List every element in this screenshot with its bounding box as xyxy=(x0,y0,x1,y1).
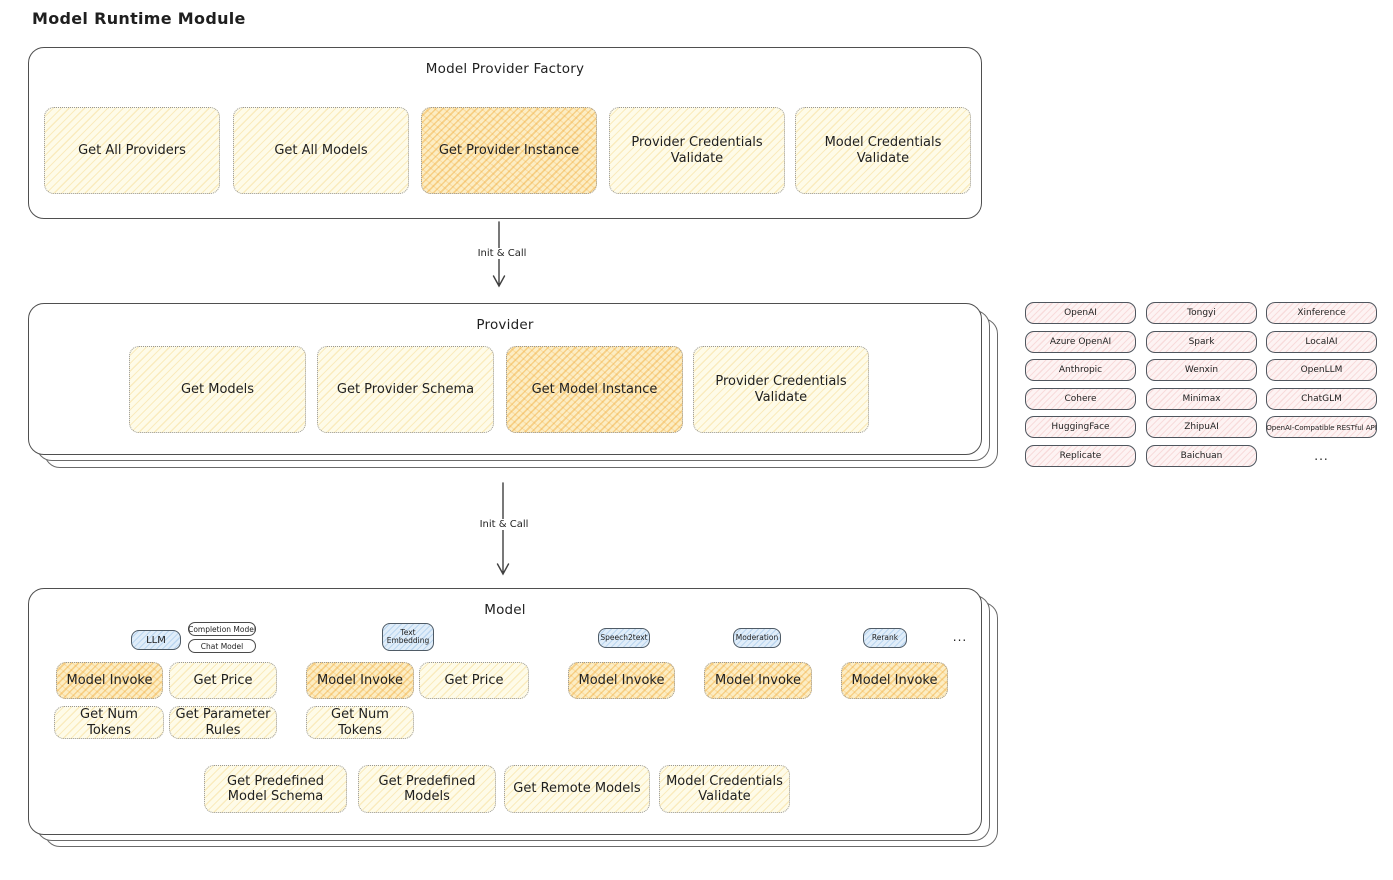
node-get-all-providers: Get All Providers xyxy=(44,107,220,194)
provider-pill-localai: LocalAI xyxy=(1266,331,1377,353)
provider-pill-openai: OpenAI xyxy=(1025,302,1136,324)
tab-llm: LLM xyxy=(131,630,181,650)
tab-completion-model: Completion Model xyxy=(188,622,256,636)
node-get-predefined-model-schema: Get Predefined Model Schema xyxy=(204,765,347,813)
provider-pill-cohere: Cohere xyxy=(1025,388,1136,410)
provider-pill-openai-compatible: OpenAI-Compatible RESTful API xyxy=(1266,416,1377,438)
provider-pill-xinference: Xinference xyxy=(1266,302,1377,324)
node-model-invoke: Model Invoke xyxy=(306,662,414,699)
provider-pill-tongyi: Tongyi xyxy=(1146,302,1257,324)
tab-moderation: Moderation xyxy=(733,628,781,648)
node-model-invoke: Model Invoke xyxy=(841,662,948,699)
tab-speech2text: Speech2text xyxy=(598,628,650,648)
node-model-invoke: Model Invoke xyxy=(704,662,812,699)
node-get-models: Get Models xyxy=(129,346,306,433)
node-get-remote-models: Get Remote Models xyxy=(504,765,650,813)
provider-pill-baichuan: Baichuan xyxy=(1146,445,1257,467)
provider-pill-zhipuai: ZhipuAI xyxy=(1146,416,1257,438)
factory-title: Model Provider Factory xyxy=(425,61,585,77)
page-title: Model Runtime Module xyxy=(32,9,246,28)
model-frame: Model LLM Completion Model Chat Model Te… xyxy=(28,588,982,835)
tab-rerank: Rerank xyxy=(863,628,907,648)
provider-pill-wenxin: Wenxin xyxy=(1146,359,1257,381)
node-model-credentials-validate: Model Credentials Validate xyxy=(659,765,790,813)
provider-pill-anthropic: Anthropic xyxy=(1025,359,1136,381)
provider-pill-chatglm: ChatGLM xyxy=(1266,388,1377,410)
provider-pill-azure-openai: Azure OpenAI xyxy=(1025,331,1136,353)
factory-frame: Model Provider Factory Get All Providers… xyxy=(28,47,982,219)
tab-text-embedding: Text Embedding xyxy=(382,623,434,651)
node-get-all-models: Get All Models xyxy=(233,107,409,194)
provider-frame: Provider Get Models Get Provider Schema … xyxy=(28,303,982,455)
node-model-invoke: Model Invoke xyxy=(56,662,163,699)
node-get-num-tokens: Get Num Tokens xyxy=(306,706,414,739)
provider-title: Provider xyxy=(476,317,534,333)
node-get-price: Get Price xyxy=(419,662,529,699)
tab-chat-model: Chat Model xyxy=(188,639,256,653)
provider-pill-huggingface: HuggingFace xyxy=(1025,416,1136,438)
arrow-label-init-call: Init & Call xyxy=(466,519,542,530)
provider-pill-minimax: Minimax xyxy=(1146,388,1257,410)
node-get-provider-instance: Get Provider Instance xyxy=(421,107,597,194)
node-model-invoke: Model Invoke xyxy=(568,662,675,699)
node-get-parameter-rules: Get Parameter Rules xyxy=(169,706,277,739)
node-provider-credentials-validate: Provider Credentials Validate xyxy=(693,346,869,433)
providers-more-ellipsis: ... xyxy=(1314,449,1329,463)
node-get-model-instance: Get Model Instance xyxy=(506,346,683,433)
node-provider-credentials-validate: Provider Credentials Validate xyxy=(609,107,785,194)
arrow-down-icon xyxy=(496,482,510,576)
node-get-predefined-models: Get Predefined Models xyxy=(358,765,496,813)
node-model-credentials-validate: Model Credentials Validate xyxy=(795,107,971,194)
provider-pill-spark: Spark xyxy=(1146,331,1257,353)
tabs-more-ellipsis: ... xyxy=(952,630,968,644)
provider-pill-replicate: Replicate xyxy=(1025,445,1136,467)
node-get-provider-schema: Get Provider Schema xyxy=(317,346,494,433)
node-get-num-tokens: Get Num Tokens xyxy=(54,706,164,739)
model-title: Model xyxy=(484,602,526,618)
provider-pill-openllm: OpenLLM xyxy=(1266,359,1377,381)
arrow-label-init-call: Init & Call xyxy=(464,248,540,259)
node-get-price: Get Price xyxy=(169,662,277,699)
